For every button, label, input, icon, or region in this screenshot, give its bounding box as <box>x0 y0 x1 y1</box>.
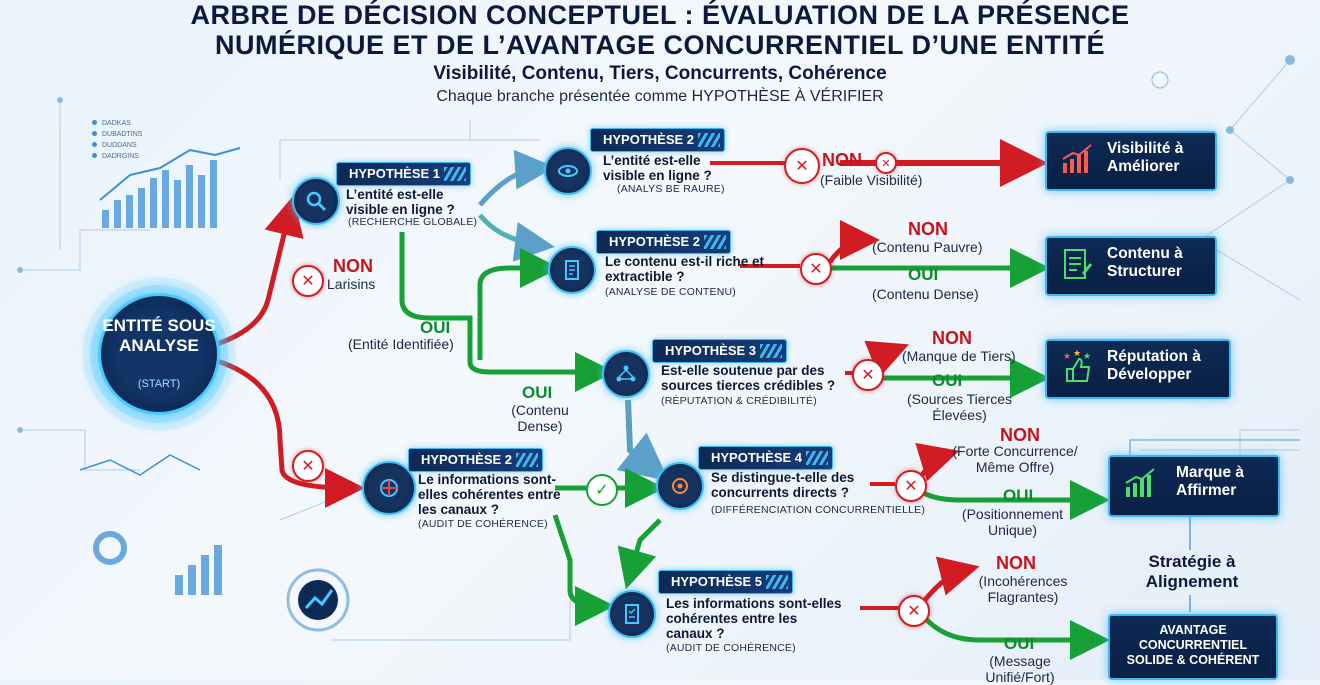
svg-text:★: ★ <box>1083 351 1091 361</box>
page-subtitle: Visibilité, Contenu, Tiers, Concurrents,… <box>433 63 887 84</box>
branch-h4-oui: OUI <box>1003 486 1034 505</box>
outcome-marque[interactable]: Marque à Affirmer <box>1108 455 1280 517</box>
x-mark-icon: ✕ <box>895 470 927 502</box>
thumbs-up-stars-icon: ★★★ <box>1063 349 1091 382</box>
hypothesis-2a-sub: (ANALYS BE RAURE) <box>617 183 725 195</box>
branch-h5-non-note: (Incohérences Flagrantes) <box>978 573 1068 605</box>
document-icon <box>548 246 596 294</box>
compass-icon <box>362 461 416 515</box>
branch-h3-oui: OUI <box>932 371 963 390</box>
hypothesis-5-sub: (AUDIT DE COHÉRENCE) <box>666 642 796 654</box>
hypothesis-lower-question: Le informations sont-elles cohérentes en… <box>418 472 561 517</box>
decor-legend-item: DADKAS <box>92 120 131 127</box>
hypothesis-5-tag: HYPOTHÈSE 5 <box>658 570 794 594</box>
branch-h2c-oui-note: (Contenu Dense) <box>872 286 979 302</box>
branch-h1-oui: OUI <box>420 318 451 337</box>
outcome-label: Contenu à Structurer <box>1107 245 1183 280</box>
outcome-label: Marque à Affirmer <box>1176 464 1245 499</box>
outcome-label: Visibilité à Améliorer <box>1107 140 1184 175</box>
branch-start-non-note: Larisins <box>327 276 376 292</box>
hypothesis-lower-sub: (AUDIT DE COHÉRENCE) <box>418 518 548 530</box>
strategy-label: Stratégie à Alignement <box>1145 552 1239 591</box>
svg-text:★: ★ <box>1073 349 1081 358</box>
final-outcome[interactable]: AVANTAGE CONCURRENTIEL SOLIDE & COHÉRENT <box>1108 614 1278 680</box>
x-mark-icon: ✕ <box>292 265 324 297</box>
chart-up-icon <box>1125 468 1155 497</box>
decor-legend-item: DADRGINS <box>92 153 139 160</box>
x-mark-icon: ✕ <box>800 253 832 285</box>
branch-h5-oui: OUI <box>1004 634 1035 653</box>
start-node[interactable]: ENTITÉ SOUS ANALYSE (START) <box>98 293 220 415</box>
branch-h2c-non-note: (Contenu Pauvre) <box>872 239 983 255</box>
branch-h2a-non-note: (Faible Visibilité) <box>820 172 923 188</box>
check-icon: ✓ <box>586 474 618 506</box>
checklist-icon <box>608 590 656 638</box>
eye-network-icon <box>544 147 592 195</box>
branch-start-non: NON <box>333 256 373 276</box>
outcome-contenu[interactable]: Contenu à Structurer <box>1045 236 1217 296</box>
svg-text:★: ★ <box>1063 351 1071 361</box>
x-mark-icon: ✕ <box>875 152 897 174</box>
hypothesis-4-tag: HYPOTHÈSE 4 <box>698 446 834 470</box>
branch-h3-oui-note: (Sources Tierces Élevées) <box>906 391 1013 423</box>
network-people-icon <box>602 350 650 398</box>
start-sub: (START) <box>137 378 181 390</box>
page-title-line-1: ARBRE DE DÉCISION CONCEPTUEL : ÉVALUATIO… <box>190 0 1130 30</box>
page-title-line-2: NUMÉRIQUE ET DE L’AVANTAGE CONCURRENTIEL… <box>214 30 1106 60</box>
hypothesis-5-question: Les informations sont-elles cohérentes e… <box>666 596 842 641</box>
outcome-reputation[interactable]: ★★★ Réputation à Développer <box>1045 339 1231 399</box>
branch-h4-non-note: (Forte Concurrence/ Même Offre) <box>952 443 1078 475</box>
chart-up-icon <box>1062 144 1092 173</box>
branch-h4-oui-note: (Positionnement Unique) <box>961 506 1064 538</box>
hypothesis-2a-tag: HYPOTHÈSE 2 <box>590 128 726 152</box>
branch-h1-oui-note: (Entité Identifiée) <box>348 336 454 352</box>
target-icon <box>656 462 704 510</box>
branch-h2c-non: NON <box>908 219 948 239</box>
hypothesis-4-sub: (DIFFÉRENCIATION CONCURRENTIELLE) <box>711 504 926 516</box>
outcome-label: Réputation à Développer <box>1107 348 1201 383</box>
x-mark-icon: ✕ <box>898 595 930 627</box>
x-mark-icon: ✕ <box>784 148 820 184</box>
decor-bar-chart-2 <box>79 454 350 632</box>
decor-bar-chart <box>99 147 241 228</box>
search-icon <box>292 177 340 225</box>
hypothesis-1-tag: HYPOTHÈSE 1 <box>336 162 472 186</box>
decor-legend-item: DUDDANS <box>92 142 137 149</box>
decor-legend-item: DUBADTINS <box>92 131 142 138</box>
branch-h2c-oui: OUI <box>908 265 939 284</box>
x-mark-icon: ✕ <box>852 359 884 391</box>
hypothesis-4-question: Se distingue-t-elle des concurrents dire… <box>711 470 855 500</box>
hypothesis-2b-tag: HYPOTHÈSE 2 <box>596 230 732 254</box>
branch-h5-non: NON <box>996 553 1036 573</box>
branch-h3-non-note: (Manque de Tiers) <box>902 348 1016 364</box>
branch-h3-non: NON <box>932 328 972 348</box>
hypothesis-3-question: Est-elle soutenue par des sources tierce… <box>661 363 836 393</box>
hypothesis-3-sub: (RÉPUTATION & CRÉDIBILITÉ) <box>661 395 817 407</box>
page-subtitle-note: Chaque branche présentée comme HYPOTHÈSE… <box>436 88 884 105</box>
start-title: ENTITÉ SOUS ANALYSE <box>102 316 216 355</box>
hypothesis-lower-tag: HYPOTHÈSE 2 <box>408 448 544 472</box>
x-mark-icon: ✕ <box>292 450 324 482</box>
hypothesis-2a-question: L’entité est-elle visible en ligne ? <box>603 153 712 183</box>
branch-h2a-non: NON <box>822 150 862 170</box>
hypothesis-2b-sub: (ANALYSE DE CONTENU) <box>605 286 736 298</box>
final-outcome-label: AVANTAGE CONCURRENTIEL SOLIDE & COHÉRENT <box>1126 623 1260 667</box>
branch-h4-non: NON <box>1000 425 1040 445</box>
hypothesis-3-tag: HYPOTHÈSE 3 <box>652 339 788 363</box>
document-edit-icon <box>1064 249 1093 279</box>
branch-h5-oui-note: (Message Unifié/Fort) <box>985 653 1055 685</box>
branch-h2b-oui: OUI <box>522 383 553 402</box>
hypothesis-2b-question: Le contenu est-il riche et extractible ? <box>605 254 765 284</box>
branch-h2b-oui-note: (Contenu Dense) <box>511 402 569 434</box>
hypothesis-1-question: L’entité est-elle visible en ligne ? <box>346 187 455 217</box>
outcome-visibilite[interactable]: Visibilité à Améliorer <box>1045 131 1217 191</box>
hypothesis-1-sub: (RECHERCHE GLOBALE) <box>348 216 478 228</box>
